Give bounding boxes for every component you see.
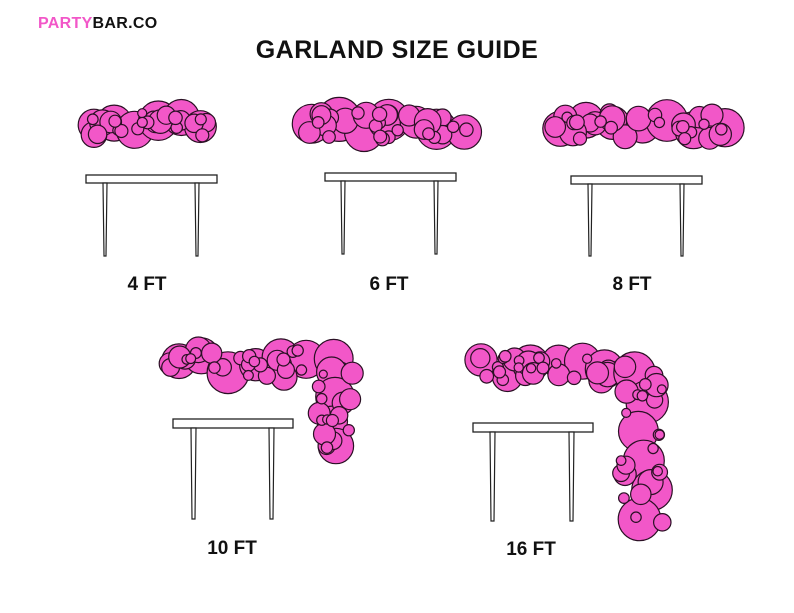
balloon	[594, 115, 607, 128]
balloon	[647, 442, 659, 455]
balloon	[621, 407, 632, 418]
garland-8ft	[542, 99, 745, 150]
balloon	[656, 384, 667, 395]
balloon	[675, 120, 690, 134]
brand-part2: BAR.CO	[92, 15, 158, 32]
balloon	[242, 369, 254, 381]
balloon	[653, 116, 666, 129]
balloon	[652, 512, 672, 532]
balloon	[582, 353, 593, 364]
balloon	[195, 128, 210, 143]
balloon	[248, 355, 261, 368]
page-title: GARLAND SIZE GUIDE	[255, 36, 539, 64]
balloon	[340, 361, 364, 385]
balloon	[536, 361, 550, 375]
balloon	[618, 492, 630, 505]
balloon	[513, 362, 524, 373]
balloon	[200, 342, 223, 364]
balloon	[325, 413, 339, 428]
garland-10ft	[158, 336, 364, 465]
balloon	[422, 127, 436, 141]
balloon	[625, 105, 652, 132]
table-8ft	[570, 175, 703, 257]
balloon	[311, 379, 326, 394]
balloon	[550, 358, 562, 369]
balloon	[612, 124, 638, 150]
balloon	[318, 369, 328, 379]
balloon	[208, 361, 221, 374]
balloon	[168, 110, 183, 126]
balloon	[629, 483, 652, 506]
balloon	[615, 455, 627, 467]
balloon	[194, 113, 207, 126]
balloon	[86, 113, 99, 126]
balloon	[604, 120, 618, 135]
size-label-8ft: 8 FT	[612, 274, 651, 295]
balloon	[311, 115, 325, 129]
balloon	[391, 123, 404, 137]
balloon	[342, 424, 355, 437]
size-label-10ft: 10 FT	[207, 538, 257, 559]
balloon	[315, 392, 328, 405]
balloon	[373, 129, 388, 144]
balloon	[652, 465, 663, 477]
balloon	[108, 114, 122, 128]
balloon	[87, 124, 108, 145]
garland-16ft	[464, 342, 673, 542]
balloon	[638, 378, 652, 391]
brand-part1: PARTY	[38, 15, 93, 32]
balloon	[630, 511, 642, 523]
balloon	[654, 429, 665, 440]
balloon	[339, 388, 362, 411]
balloon	[678, 132, 692, 146]
balloon	[114, 123, 129, 139]
size-label-4ft: 4 FT	[127, 274, 166, 295]
tables	[85, 172, 703, 522]
balloon	[698, 118, 710, 130]
garland-6ft	[291, 96, 483, 153]
size-label-16ft: 16 FT	[506, 539, 556, 560]
balloon	[714, 123, 728, 136]
balloon	[185, 353, 197, 365]
balloon	[566, 370, 582, 386]
balloon	[525, 363, 537, 374]
balloon	[613, 355, 637, 379]
garland-4ft	[77, 98, 217, 149]
size-label-6ft: 6 FT	[369, 274, 408, 295]
balloon	[492, 365, 507, 379]
balloon	[136, 116, 148, 129]
table-6ft	[324, 172, 457, 255]
balloon	[585, 361, 610, 385]
balloon	[276, 352, 291, 367]
balloon	[351, 106, 365, 120]
balloon	[544, 116, 567, 138]
balloon	[459, 122, 474, 137]
balloon	[320, 441, 334, 454]
balloon	[295, 364, 308, 376]
balloon	[569, 114, 585, 131]
table-4ft	[85, 174, 218, 257]
balloon	[446, 120, 460, 134]
table-16ft	[472, 422, 594, 522]
balloon	[572, 131, 588, 146]
brand-logo: PARTYBAR.CO	[38, 15, 157, 33]
balloon	[322, 130, 336, 144]
balloon	[636, 389, 649, 402]
balloon	[498, 349, 512, 363]
balloon	[470, 348, 491, 369]
balloon	[371, 106, 388, 123]
balloon	[291, 344, 304, 357]
table-10ft	[172, 418, 294, 520]
balloon	[479, 368, 495, 384]
